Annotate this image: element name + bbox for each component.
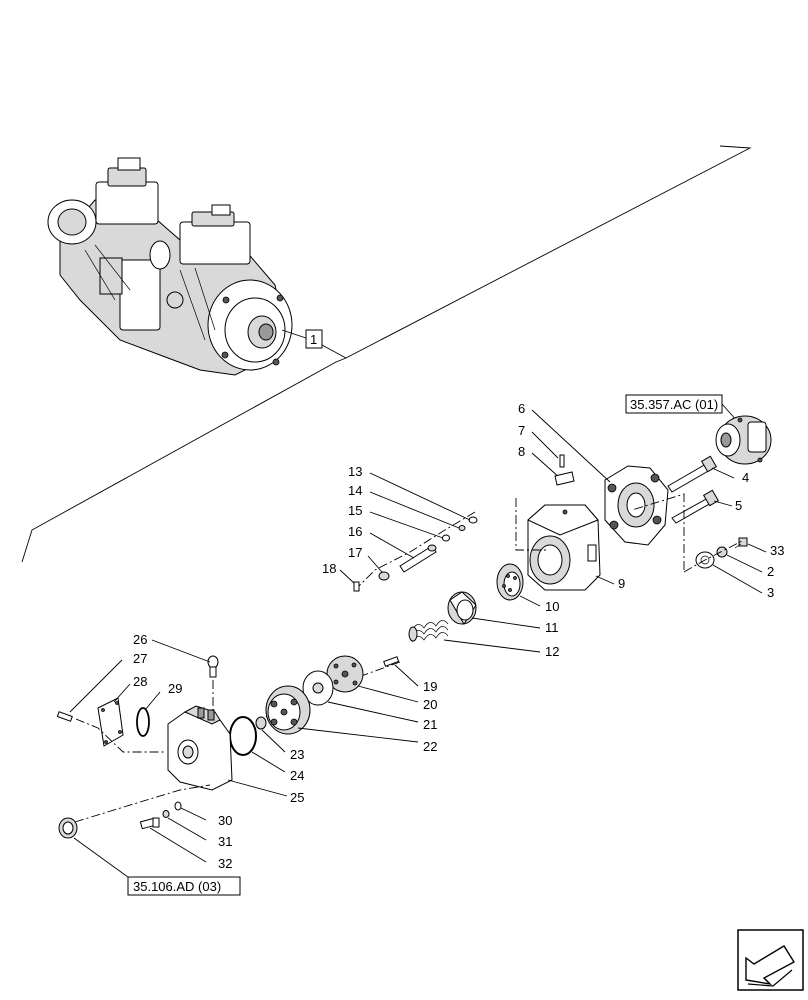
part-28-plate [97,697,124,747]
callout-31: 31 [218,834,232,849]
callout-2: 2 [767,564,774,579]
part-plug [58,817,78,839]
part-29-oring [136,707,150,737]
part-11-bushing [447,591,477,625]
callout-29: 29 [168,681,182,696]
part-31-washer [162,810,170,818]
pump-assembly-drawing [47,157,293,376]
part-8-plate [554,471,575,486]
ref-bottom[interactable]: 35.106.AD (03) [133,879,221,894]
part-25-cover [167,705,233,791]
part-33-screw [734,537,748,549]
callout-23: 23 [290,747,304,762]
part-15 [442,534,450,542]
part-24-oring [229,716,257,756]
part-13 [468,516,478,524]
part-20-retainer [326,655,364,693]
callout-4: 4 [742,470,749,485]
callout-6: 6 [518,401,525,416]
callout-21: 21 [423,717,437,732]
callout-28: 28 [133,674,147,689]
part-10-valve-plate [496,563,524,601]
centerline-6 [631,493,685,570]
part-9-housing [527,504,601,591]
ref-top[interactable]: 35.357.AC (01) [630,397,718,412]
part-26-eyebolt [207,655,219,678]
part-7-pin [559,454,565,468]
callout-box-1 [305,329,323,349]
gear-pump-drawing [715,415,772,465]
callout-7: 7 [518,423,525,438]
leader-1 [281,329,307,339]
centerline-30-32 [74,784,211,823]
callout-27: 27 [133,651,147,666]
part-17-nut [378,571,390,581]
section-tick [321,344,347,359]
part-27-screw [56,711,73,722]
centerline-13-18 [354,511,476,591]
callout-3: 3 [767,585,774,600]
callout-32: 32 [218,856,232,871]
centerline-27 [75,718,165,753]
callout-1: 1 [310,332,317,347]
part-6-plate [604,465,669,546]
callout-19: 19 [423,679,437,694]
part-5-bolt [671,489,720,524]
callout-5: 5 [735,498,742,513]
callout-10: 10 [545,599,559,614]
callout-20: 20 [423,697,437,712]
callout-22: 22 [423,739,437,754]
callout-30: 30 [218,813,232,828]
callout-24: 24 [290,768,304,783]
callout-15: 15 [348,503,362,518]
part-19-pin [383,656,400,667]
part-30-washer [174,801,182,811]
callout-14: 14 [348,483,362,498]
part-4-bolt [667,455,718,493]
part-14 [458,525,466,531]
arrow-icon[interactable] [737,929,804,991]
callout-12: 12 [545,644,559,659]
part-16-valve [399,544,437,573]
part-12-spring [408,620,449,643]
callout-33: 33 [770,543,784,558]
callout-11: 11 [545,620,559,635]
callout-16: 16 [348,524,362,539]
callout-9: 9 [618,576,625,591]
section-boundary-line [21,145,752,563]
callout-18: 18 [322,561,336,576]
part-18-screw [353,581,360,592]
part-21-plate [302,670,334,706]
centerline-9 [515,498,548,551]
part-22-cylinder-block [265,685,311,735]
callout-17: 17 [348,545,362,560]
callout-26: 26 [133,632,147,647]
callout-13: 13 [348,464,362,479]
callout-8: 8 [518,444,525,459]
ref-box-bottom[interactable] [127,876,241,896]
part-32-screw [139,817,160,830]
callout-25: 25 [290,790,304,805]
part-2-washer [716,546,728,558]
part-23-seal [255,716,267,730]
